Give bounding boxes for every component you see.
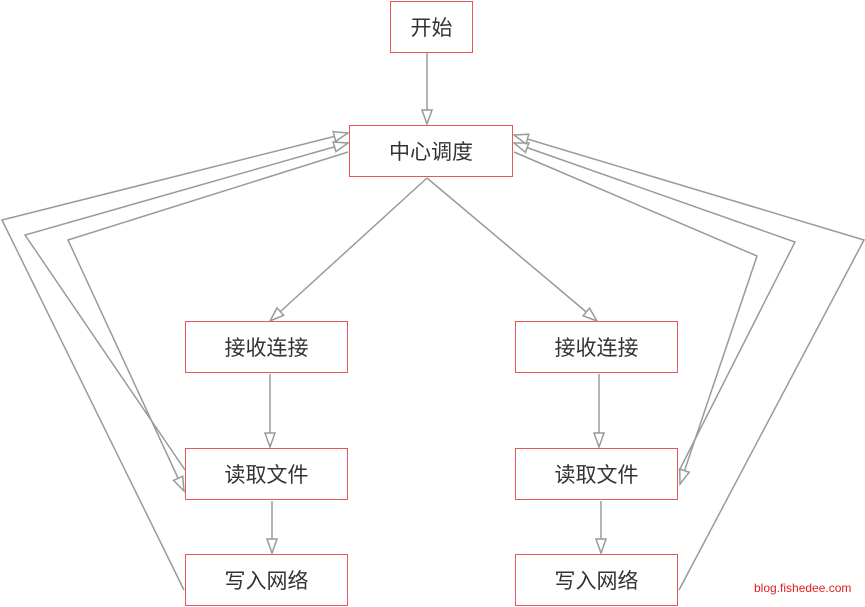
arrowhead-dispatcher-to-left_read xyxy=(172,475,185,494)
edge-left_read-to-dispatcher xyxy=(23,142,349,471)
start-node: 开始 xyxy=(390,1,473,53)
edge-right_write-to-dispatcher xyxy=(513,134,865,591)
right-write-node: 写入网络 xyxy=(515,554,678,606)
arrowhead-dispatcher-to-right_accept xyxy=(581,306,599,323)
arrowhead-start-to-dispatcher xyxy=(420,109,434,127)
edge-dispatcher-to-left_accept xyxy=(269,177,428,322)
arrowhead-left_accept-to-left_read xyxy=(263,432,277,450)
arrowhead-dispatcher-to-right_read xyxy=(678,468,691,487)
arrowhead-left_write-to-dispatcher xyxy=(332,130,351,143)
edge-left_write-to-dispatcher xyxy=(0,132,349,591)
left-write-node: 写入网络 xyxy=(185,554,348,606)
left-accept-node: 接收连接 xyxy=(185,321,348,373)
edge-dispatcher-to-left_read xyxy=(66,151,349,492)
arrowhead-left_read-to-left_write xyxy=(265,538,279,556)
arrowhead-right_accept-to-right_read xyxy=(592,432,606,450)
right-accept-node: 接收连接 xyxy=(515,321,678,373)
edge-dispatcher-to-right_read xyxy=(513,151,758,485)
right-read-node: 读取文件 xyxy=(515,448,678,500)
watermark-text: blog.fishedee.com xyxy=(754,581,852,595)
left-read-node: 读取文件 xyxy=(185,448,348,500)
edge-dispatcher-to-right_accept xyxy=(426,177,598,322)
arrowhead-right_write-to-dispatcher xyxy=(511,133,530,146)
arrowhead-left_read-to-dispatcher xyxy=(332,141,351,153)
arrowhead-right_read-to-right_write xyxy=(594,538,608,556)
arrowhead-right_read-to-dispatcher xyxy=(511,142,530,154)
dispatcher-node: 中心调度 xyxy=(349,125,513,177)
arrowhead-dispatcher-to-left_accept xyxy=(268,306,285,323)
edge-right_read-to-dispatcher xyxy=(513,142,797,472)
edges-layer xyxy=(0,53,865,591)
